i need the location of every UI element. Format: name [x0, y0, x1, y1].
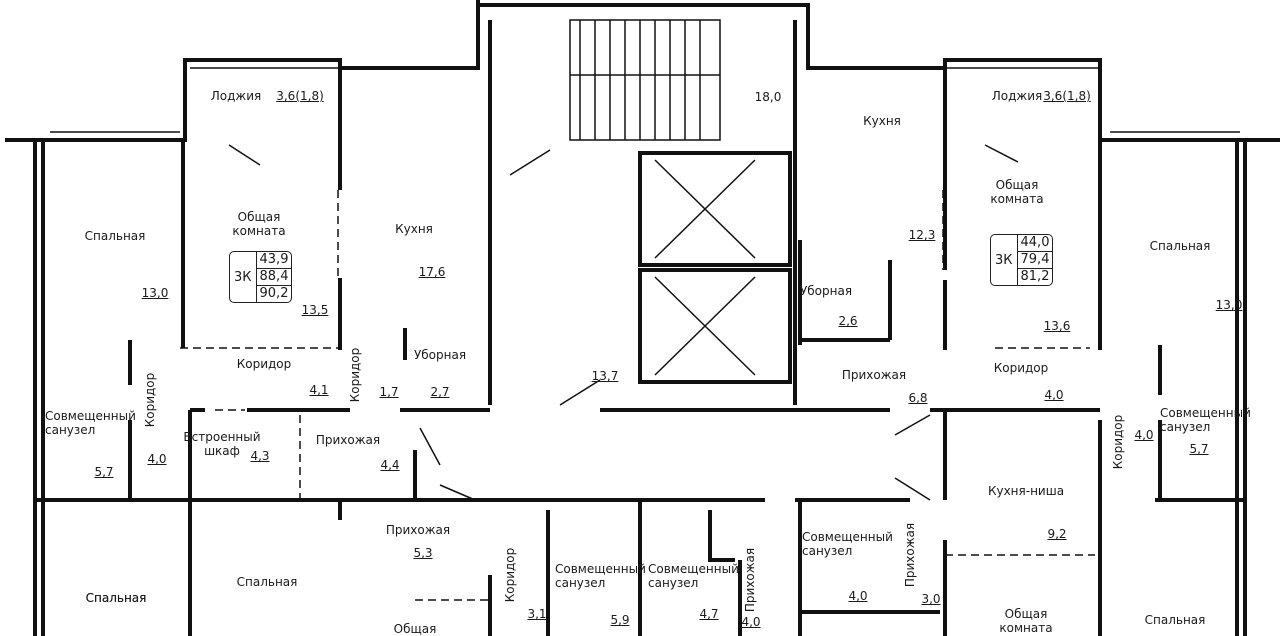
room-name: Спальная [1144, 613, 1206, 627]
room-name: Спальная [85, 591, 147, 605]
room-name: Встроенный шкаф [183, 430, 261, 458]
room-name: Кухня [395, 222, 433, 236]
room-area: 4,1 [309, 383, 329, 397]
room-area: 6,8 [908, 391, 928, 405]
room-name: Совмещенный санузел [1160, 406, 1251, 434]
room-name: Прихожая [385, 523, 451, 537]
room-area: 13,0 [1215, 298, 1243, 312]
room-name: Прихожая [315, 433, 381, 447]
room-area: 9,2 [1047, 527, 1067, 541]
living-area: 44,0 [1017, 235, 1053, 252]
living-area: 43,9 [256, 252, 292, 269]
room-area: 13,5 [301, 303, 329, 317]
room-area: 12,3 [908, 228, 936, 242]
room-area: 3,6(1,8) [276, 89, 324, 103]
room-area: 4,0 [147, 452, 167, 466]
room-area: 4,0 [848, 589, 868, 603]
room-area: 3,1 [527, 607, 547, 621]
room-name: Прихожая [841, 368, 907, 382]
room-area: 2,6 [838, 314, 858, 328]
room-name: Кухня [863, 114, 901, 128]
room-name: Общая комната [990, 178, 1044, 206]
room-name: Спальная [85, 591, 147, 605]
total-area-loggia: 81,2 [1020, 269, 1050, 284]
room-name: Совмещенный санузел [802, 530, 893, 558]
room-area: 1,7 [379, 385, 399, 399]
room-area: 13,0 [141, 286, 169, 300]
room-name: Лоджия [991, 89, 1043, 103]
room-area: 5,7 [94, 465, 114, 479]
room-name: Спальная [236, 575, 298, 589]
room-name: Совмещенный санузел [45, 409, 136, 437]
room-name: Коридор [993, 361, 1049, 375]
apartment-type: 3К [230, 252, 257, 302]
room-name: Совмещенный санузел [555, 562, 646, 590]
total-area: 79,4 [1017, 252, 1053, 269]
room-name: Коридор [503, 547, 517, 603]
room-area: 4,3 [250, 449, 270, 463]
room-name: Общая комната [999, 607, 1053, 635]
total-area-loggia: 90,2 [259, 286, 289, 301]
room-name: Уборная [413, 348, 467, 362]
room-name: Коридор [348, 347, 362, 403]
room-area: 3,6(1,8) [1043, 89, 1091, 103]
room-area: 5,3 [413, 546, 433, 560]
room-name: Общая [393, 622, 437, 636]
apartment-type: 3К [991, 235, 1018, 285]
room-name: Прихожая [903, 522, 917, 588]
room-name: Спальная [84, 229, 146, 243]
room-area: 4,7 [699, 607, 719, 621]
stair-area: 18,0 [754, 90, 782, 104]
room-name: Спальная [1149, 239, 1211, 253]
room-name: Совмещенный санузел [648, 562, 739, 590]
room-name: Коридор [236, 357, 292, 371]
room-area: 17,6 [418, 265, 446, 279]
room-name: Коридор [1111, 414, 1125, 470]
room-name: Коридор [143, 372, 157, 428]
room-name: Прихожая [743, 547, 757, 613]
room-area: 4,0 [1134, 428, 1154, 442]
room-area: 13,6 [1043, 319, 1071, 333]
room-name: Лоджия [210, 89, 262, 103]
total-area: 88,4 [256, 269, 292, 286]
hall-area: 13,7 [591, 369, 619, 383]
room-name: Общая комната [232, 210, 286, 238]
room-area: 4,0 [1044, 388, 1064, 402]
room-name: Кухня-ниша [987, 484, 1065, 498]
room-area: 3,0 [921, 592, 941, 606]
room-area: 2,7 [430, 385, 450, 399]
room-area: 5,9 [610, 613, 630, 627]
room-area: 4,4 [380, 458, 400, 472]
room-area: 5,7 [1189, 442, 1209, 456]
room-area: 4,0 [741, 615, 761, 629]
room-name: Уборная [799, 284, 853, 298]
